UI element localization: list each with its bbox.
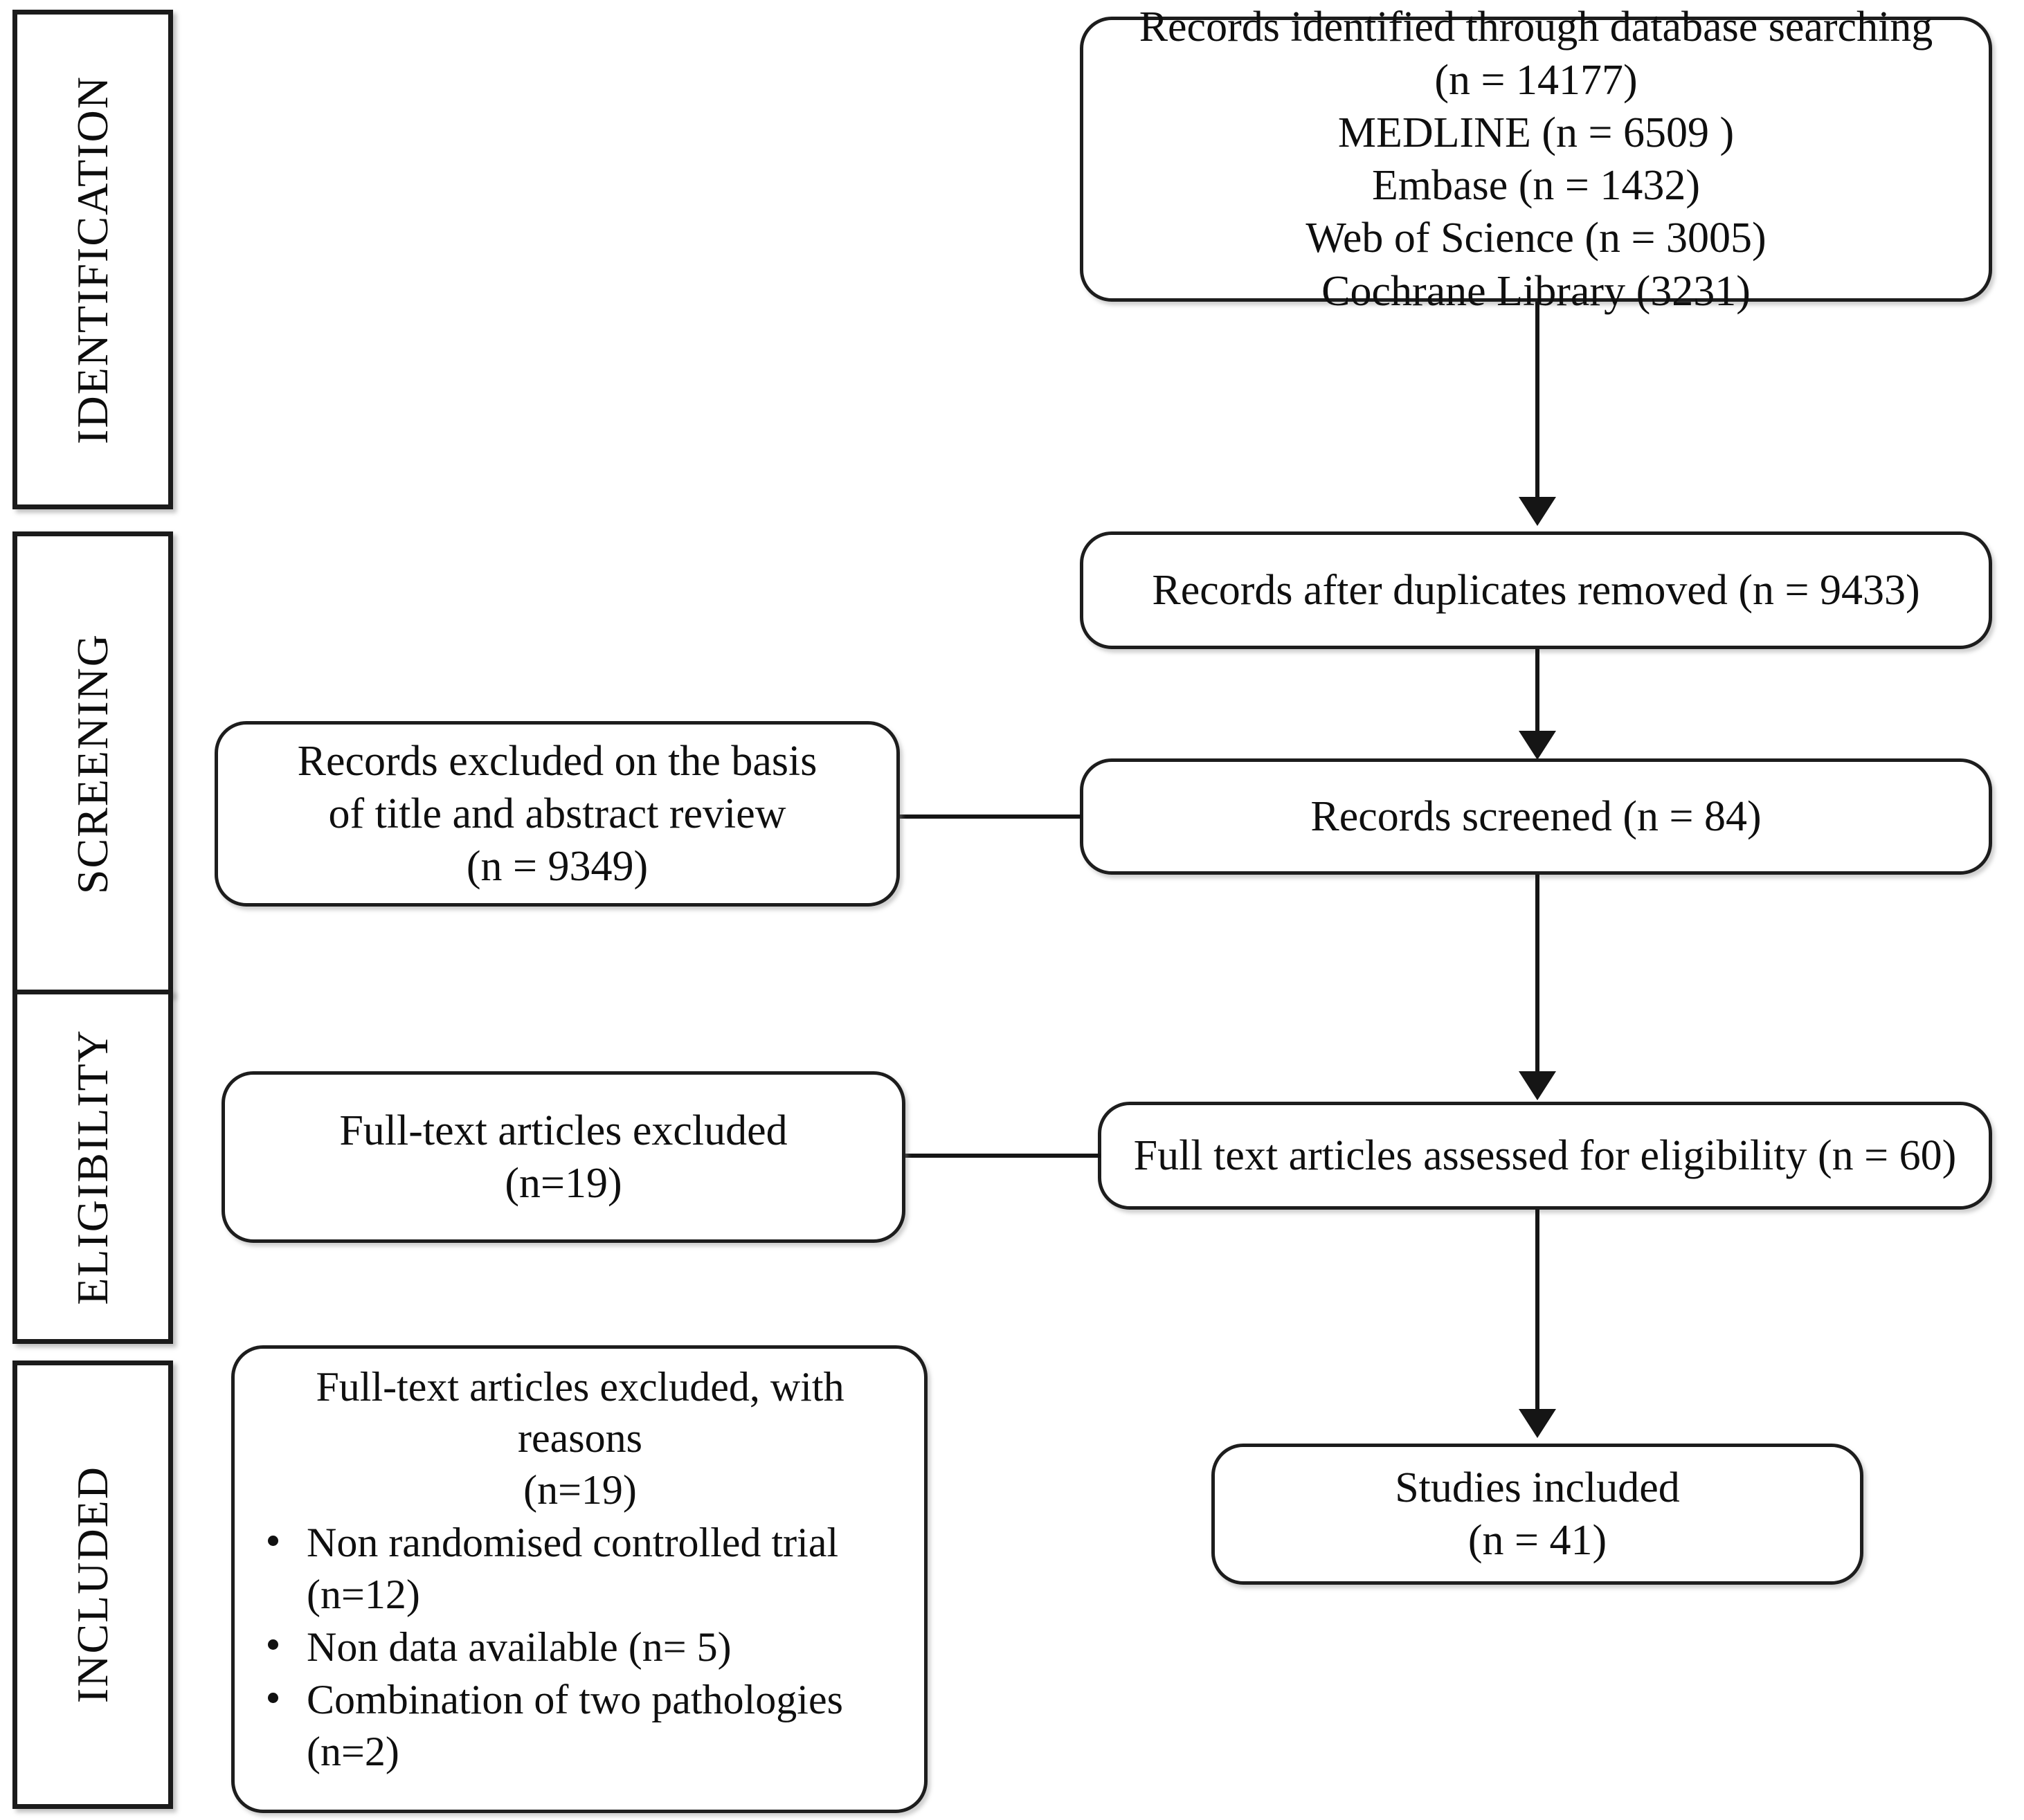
stage-box-identification: IDENTIFICATION	[12, 10, 173, 509]
bullet-dot-icon	[268, 1639, 278, 1650]
studies-included-line1: Studies included	[1395, 1464, 1680, 1511]
box-fulltext-assessed: Full text articles assessed for eligibil…	[1098, 1102, 1992, 1210]
list-item: Non data available (n= 5)	[247, 1621, 913, 1673]
records-excluded-line1: Records excluded on the basis	[297, 737, 817, 785]
connector-screened-to-excluded	[900, 815, 1081, 819]
stage-box-eligibility: ELIGIBILITY	[12, 990, 173, 1344]
stage-box-screening: SCREENING	[12, 531, 173, 997]
stage-label-eligibility: ELIGIBILITY	[68, 1028, 117, 1305]
box-records-excluded: Records excluded on the basis of title a…	[215, 721, 900, 907]
arrow-identified-to-duplicates	[1519, 497, 1556, 526]
bullet-dot-icon	[268, 1535, 278, 1546]
box-fulltext-excluded: Full-text articles excluded (n=19)	[222, 1071, 905, 1243]
reasons-line2: reasons	[518, 1415, 642, 1462]
box-records-screened: Records screened (n = 84)	[1080, 758, 1992, 875]
list-item: Non randomised controlled trial (n=12)	[247, 1517, 913, 1620]
connector-duplicates-to-screened	[1535, 649, 1539, 738]
connector-identified-to-duplicates	[1535, 302, 1539, 501]
records-identified-line1: Records identified through database sear…	[1139, 3, 1933, 51]
reasons-line1: Full-text articles excluded, with	[316, 1364, 844, 1410]
records-identified-line2: (n = 14177)	[1434, 56, 1638, 104]
stage-label-screening: SCREENING	[68, 633, 117, 895]
records-excluded-line3: (n = 9349)	[466, 843, 649, 891]
arrow-screened-to-fulltext	[1519, 1071, 1556, 1100]
reason-text: Non data available (n= 5)	[307, 1623, 732, 1670]
box-records-identified: Records identified through database sear…	[1080, 3, 1992, 315]
duplicates-removed-line1: Records after duplicates removed (n = 94…	[1152, 566, 1920, 614]
source-web-of-science: Web of Science (n = 3005)	[1305, 215, 1767, 262]
arrow-duplicates-to-screened	[1519, 731, 1556, 760]
list-item: Combination of two pathologies (n=2)	[247, 1674, 913, 1777]
connector-assessed-to-fulltext-excluded	[905, 1154, 1101, 1158]
stage-label-identification: IDENTIFICATION	[68, 75, 117, 444]
records-screened-line1: Records screened (n = 84)	[1310, 792, 1762, 840]
connector-fulltext-to-included	[1535, 1210, 1539, 1412]
arrow-fulltext-to-included	[1519, 1409, 1556, 1438]
source-embase: Embase (n = 1432)	[1371, 162, 1701, 209]
fulltext-assessed-line1: Full text articles assessed for eligibil…	[1133, 1131, 1957, 1179]
box-fulltext-excluded-reasons: Full-text articles excluded, with reason…	[231, 1345, 928, 1813]
records-excluded-line2: of title and abstract review	[328, 790, 786, 837]
reasons-list: Non randomised controlled trial (n=12) N…	[247, 1516, 913, 1777]
stage-label-included: INCLUDED	[68, 1466, 117, 1704]
source-medline: MEDLINE (n = 6509 )	[1337, 109, 1735, 156]
reason-text: Non randomised controlled trial (n=12)	[307, 1520, 839, 1617]
connector-screened-to-fulltext	[1535, 875, 1539, 1074]
box-studies-included: Studies included (n = 41)	[1211, 1444, 1863, 1585]
stage-box-included: INCLUDED	[12, 1361, 173, 1809]
studies-included-line2: (n = 41)	[1467, 1517, 1607, 1564]
reason-text: Combination of two pathologies (n=2)	[307, 1677, 843, 1774]
fulltext-excluded-line1: Full-text articles excluded	[339, 1107, 788, 1154]
reasons-line3: (n=19)	[523, 1466, 637, 1513]
bullet-dot-icon	[268, 1692, 278, 1703]
box-duplicates-removed: Records after duplicates removed (n = 94…	[1080, 531, 1992, 649]
fulltext-excluded-line2: (n=19)	[505, 1160, 622, 1207]
